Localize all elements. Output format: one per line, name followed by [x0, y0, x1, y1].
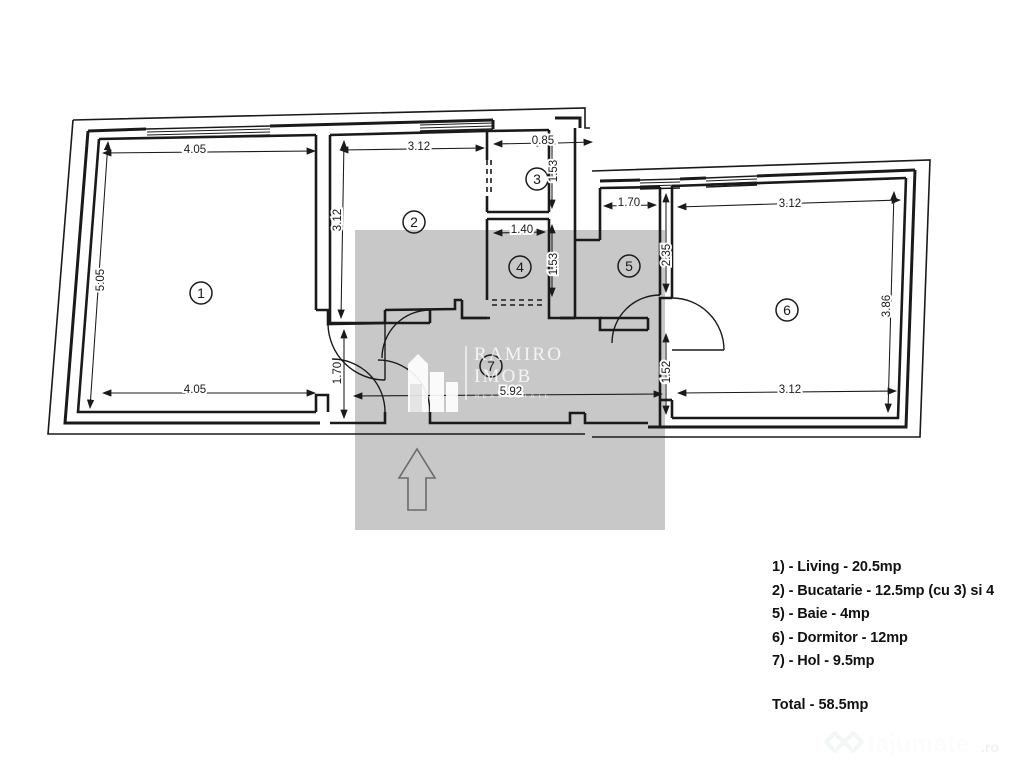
dim-room3-right-halo: 1.53: [548, 160, 560, 182]
dim-bath-right: 2.35: [661, 244, 673, 266]
dim-bath-right-halo: 2.35: [661, 244, 673, 266]
legend-item: 7) - Hol - 9.5mp: [772, 653, 875, 669]
dim-kitchen-top: 3.12: [408, 141, 430, 153]
room-number-label: 6: [783, 302, 791, 318]
room-6-walls: [658, 176, 908, 420]
dim-room4-top: 1.40: [511, 224, 533, 236]
dim-living-bottom: 4.05: [184, 384, 206, 396]
legend-item: 5) - Baie - 4mp: [772, 606, 870, 622]
room-number-label: 3: [533, 171, 541, 187]
dim-room3-top: 0.85: [532, 135, 554, 147]
dim-hall-length: 5.92: [500, 386, 522, 398]
legend-item: 1) - Living - 20.5mp: [772, 559, 902, 575]
dim-bedroom-bottom-halo: 3.12: [779, 384, 801, 396]
dim-room3-top-halo: 0.85: [532, 135, 554, 147]
room-badge-2: 2: [402, 210, 426, 234]
dim-kitchen-top-halo: 3.12: [408, 141, 430, 153]
dim-room3-right: 1.53: [548, 160, 560, 182]
entrance-arrow-up: [397, 447, 437, 511]
room-7-walls: [330, 310, 648, 425]
window-kitchen-top: [419, 119, 494, 132]
room-number-label: 4: [516, 259, 524, 275]
dim-hall-left: 1.70: [332, 362, 344, 384]
door-room3-dashed: [486, 160, 492, 196]
legend-item: 2) - Bucatarie - 12.5mp (cu 3) si 4: [772, 582, 995, 599]
room-badge-6: 6: [775, 298, 799, 322]
dim-bath-door-halo: 1.52: [661, 361, 673, 383]
dim-kitchen-left-halo: 3.12: [332, 209, 344, 231]
dim-hall-left-halo: 1.70: [332, 362, 344, 384]
room-5-walls: [598, 185, 662, 330]
dim-bath-door: 1.52: [661, 361, 673, 383]
room-badge-7: 7: [479, 354, 503, 378]
room-badge-4: 4: [508, 255, 532, 279]
door-arc-kitchen: [381, 309, 431, 359]
door-arc-bath: [611, 294, 661, 344]
dim-room4-top-halo: 1.40: [511, 224, 533, 236]
dim-bath-top: 1.70: [618, 197, 640, 209]
room-number-label: 1: [197, 285, 205, 301]
area-legend: 1) - Living - 20.5mp 2) - Bucatarie - 12.…: [772, 556, 1024, 713]
dim-kitchen-left: 3.12: [332, 209, 344, 231]
legend-item: 6) - Dormitor - 12mp: [772, 629, 908, 646]
room-number-label: 7: [487, 358, 495, 374]
dim-hall-length-halo: 5.92: [500, 386, 522, 398]
door-arc-bedroom: [671, 297, 725, 351]
room-badge-3: 3: [525, 167, 549, 191]
dim-room4-right: 1.53: [548, 253, 560, 275]
dim-bedroom-right: 3.86: [881, 295, 893, 317]
dim-living-left: 5.05: [95, 269, 107, 291]
room-number-label: 2: [410, 214, 418, 230]
inner-wall-right-block: [599, 168, 917, 429]
dim-room4-right-halo: 1.53: [548, 253, 560, 275]
dim-living-bottom-halo: 4.05: [184, 384, 206, 396]
dim-bedroom-bottom: 3.12: [779, 384, 801, 396]
dim-bedroom-right-halo: 3.86: [881, 295, 893, 317]
outer-wall-right-block: [591, 159, 931, 438]
room-number-label: 5: [625, 258, 633, 274]
outer-wall-left-block: [47, 107, 590, 435]
dim-living-top: 4.05: [184, 144, 206, 156]
dim-bedroom-top: 3.12: [779, 198, 801, 210]
room-badge-1: 1: [189, 281, 213, 305]
dim-bath-top-halo: 1.70: [618, 197, 640, 209]
room-badge-5: 5: [617, 254, 641, 278]
legend-total: Total - 58.5mp: [772, 696, 869, 713]
dim-bedroom-top-halo: 3.12: [779, 198, 801, 210]
dim-living-top-halo: 4.05: [184, 144, 206, 156]
gray-selection-overlay: [355, 230, 665, 530]
dimension-lines: [86, 134, 902, 420]
dim-living-left-halo: 5.05: [95, 269, 107, 291]
